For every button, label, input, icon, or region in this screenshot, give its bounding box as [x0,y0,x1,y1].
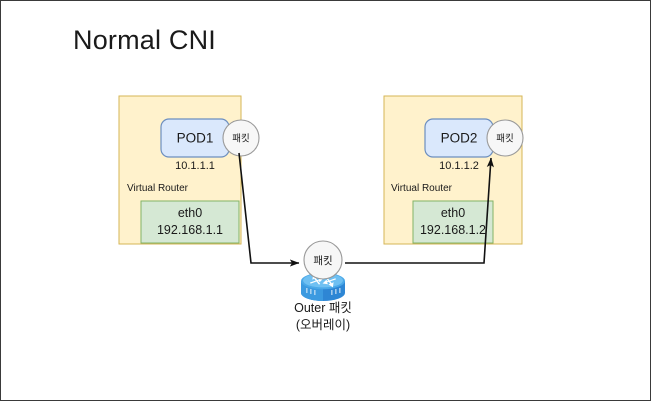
pod1-label: POD1 [177,131,214,146]
left-eth0-box[interactable] [140,200,240,244]
router-icon[interactable] [301,272,345,301]
flow-router-to-right [345,157,494,264]
right-packet-circle[interactable] [486,119,524,157]
router-caption-line1: Outer 패킷 [294,301,352,315]
router-caption-line2: (오버레이) [296,318,350,332]
right-host-group: POD2 10.1.1.2 Virtual Router eth0 192.16… [383,95,523,245]
center-packet-label: 패킷 [313,255,332,267]
left-eth0-ip: 192.168.1.1 [157,223,223,237]
flow-left-to-router [238,152,300,267]
left-host-group: POD1 10.1.1.1 Virtual Router eth0 192.16… [118,95,260,245]
page-title: Normal CNI [73,25,217,55]
center-packet-circle[interactable] [303,240,343,280]
right-packet-label: 패킷 [496,133,513,145]
right-virtual-router-label: Virtual Router [391,183,453,194]
right-eth0-name: eth0 [441,206,465,220]
left-eth0-name: eth0 [178,206,202,220]
left-virtual-router-label: Virtual Router [127,183,189,194]
pod2-label: POD2 [441,131,478,146]
pod2-ip-label: 10.1.1.2 [439,160,479,172]
right-eth0-ip: 192.168.1.2 [420,223,486,237]
left-packet-label: 패킷 [232,133,249,145]
pod1-ip-label: 10.1.1.1 [175,160,215,172]
left-packet-circle[interactable] [222,119,260,157]
right-eth0-box[interactable] [412,200,494,244]
right-packet-group: 패킷 [486,119,524,157]
center-router-group: 패킷 Outer 패킷 (오버레이) [294,240,352,332]
